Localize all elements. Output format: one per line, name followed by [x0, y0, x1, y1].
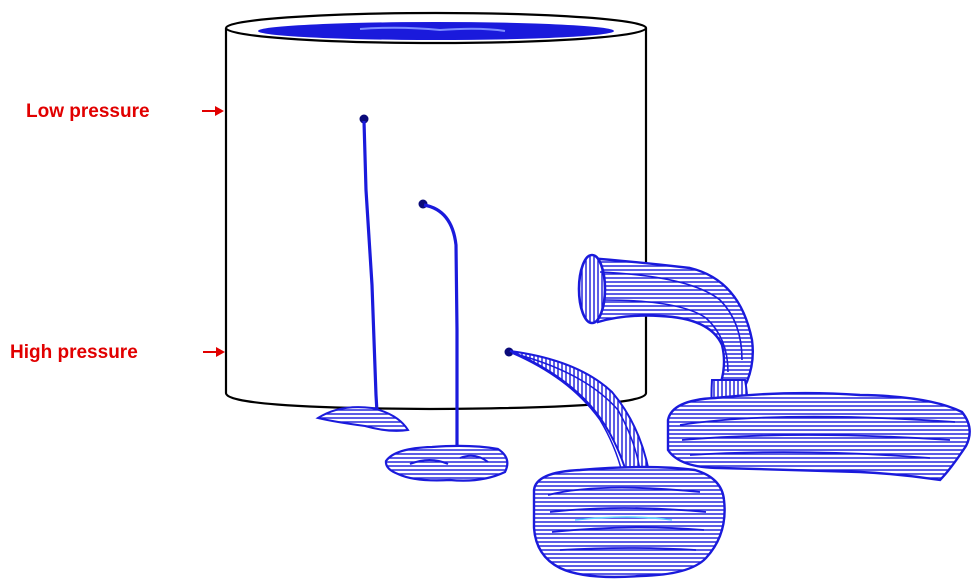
bottom-jet-puddle [532, 465, 726, 579]
pipe-mouth [577, 253, 607, 325]
low-pressure-jet [315, 114, 410, 432]
pipe-outflow [577, 253, 971, 482]
pipe-puddle [666, 391, 971, 482]
middle-pressure-jet [384, 199, 509, 482]
high-pressure-arrow-icon [203, 347, 225, 357]
low-pressure-label: Low pressure [26, 101, 150, 122]
bottom-hole [504, 347, 514, 357]
high-pressure-jet [504, 347, 726, 579]
high-pressure-label: High pressure [10, 342, 138, 363]
low-pressure-arrow-icon [202, 106, 224, 116]
top-hole [359, 114, 369, 124]
high-pressure-label-group: High pressure [10, 342, 225, 363]
water-tank [224, 11, 648, 411]
top-jet-puddle [315, 406, 410, 432]
tank-water-surface [258, 22, 614, 40]
low-pressure-label-group: Low pressure [26, 101, 224, 122]
tank-body [224, 28, 648, 411]
